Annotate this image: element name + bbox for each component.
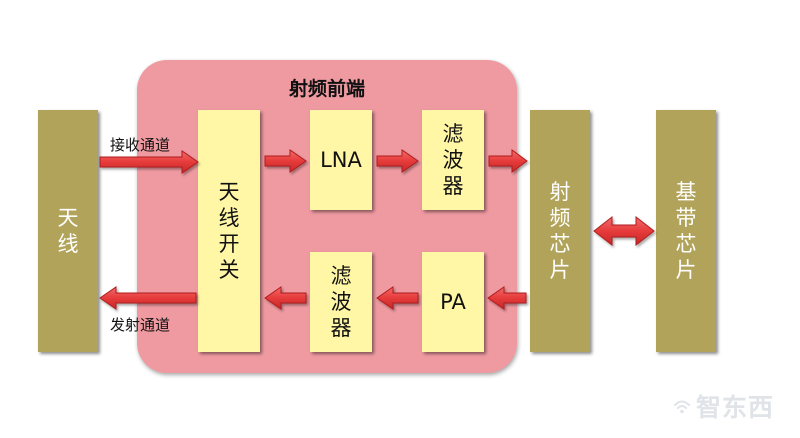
- antenna-switch-block: 天线开关: [198, 110, 260, 352]
- wifi-icon: [674, 400, 690, 414]
- lna-label: LNA: [320, 148, 362, 172]
- arrow-antenna-to-switch: [99, 150, 199, 174]
- receive-path-label: 接收通道: [110, 136, 171, 154]
- rf-chip-label: 射频芯片: [549, 180, 571, 282]
- antenna-label: 天线: [57, 206, 79, 256]
- arrow-rfchip-baseband: [593, 215, 655, 247]
- baseband-chip-label: 基带芯片: [675, 180, 697, 282]
- watermark-text: 智东西: [696, 393, 775, 422]
- arrow-filter-to-rfchip: [488, 149, 528, 173]
- arrow-switch-to-antenna: [99, 286, 197, 310]
- rf-chip-block: 射频芯片: [530, 110, 590, 352]
- arrow-lna-to-filter: [376, 149, 419, 173]
- pa-label: PA: [440, 290, 466, 314]
- transmit-path-label: 发射通道: [110, 316, 171, 334]
- arrow-switch-to-lna: [264, 149, 307, 173]
- rx-filter-label: 滤波器: [442, 122, 464, 198]
- watermark-logo: 智东西: [672, 386, 790, 426]
- pa-block: PA: [422, 252, 484, 352]
- antenna-switch-label: 天线开关: [218, 180, 240, 282]
- rf-frontend-title: 射频前端: [288, 78, 365, 100]
- tx-filter-label: 滤波器: [330, 264, 352, 340]
- antenna-block: 天线: [38, 110, 98, 352]
- arrow-filter-to-switch: [264, 286, 307, 310]
- lna-block: LNA: [310, 110, 372, 210]
- arrow-pa-to-filter: [376, 286, 419, 310]
- baseband-chip-block: 基带芯片: [656, 110, 716, 352]
- rx-filter-block: 滤波器: [422, 110, 484, 210]
- arrow-rfchip-to-pa: [487, 286, 527, 310]
- tx-filter-block: 滤波器: [310, 252, 372, 352]
